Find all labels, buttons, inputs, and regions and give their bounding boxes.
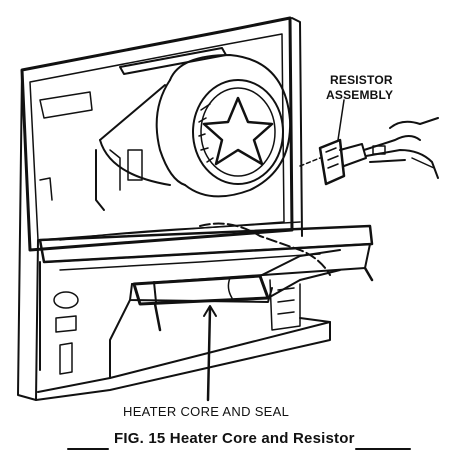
resistor-label-line2: ASSEMBLY [326,88,394,102]
housing-back-panel [17,16,303,401]
lower-housing [35,279,331,401]
resistor-assembly [299,99,439,186]
control-bracket [39,149,143,211]
blower-housing [99,54,292,198]
blower-wheel [192,79,284,185]
resistor-label: RESISTOR [330,73,393,87]
figure-caption: FIG. 15 Heater Core and Resistor [114,430,355,447]
figure-caption-area: FIG. 15 Heater Core and Resistor [0,430,474,458]
heater-core [132,249,374,402]
heater-core-label: HEATER CORE AND SEAL [123,404,290,419]
